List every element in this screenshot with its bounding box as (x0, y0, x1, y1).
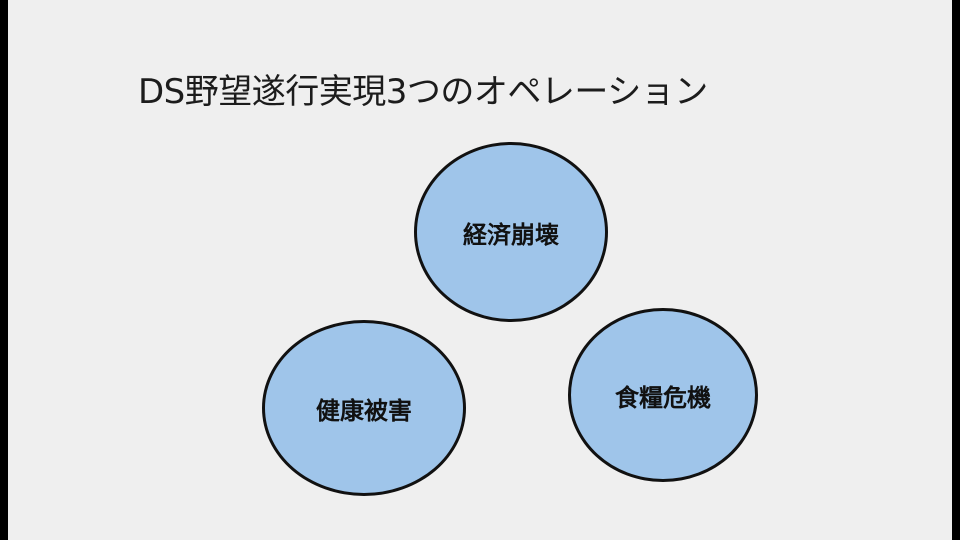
slide: DS野望遂行実現3つのオペレーション 経済崩壊 健康被害 食糧危機 (8, 0, 952, 540)
node-label: 健康被害 (316, 396, 412, 425)
node-economic-collapse: 経済崩壊 (414, 142, 608, 322)
node-label: 経済崩壊 (463, 220, 559, 249)
node-food-crisis: 食糧危機 (568, 308, 758, 482)
node-label: 食糧危機 (615, 383, 711, 412)
node-health-damage: 健康被害 (262, 320, 466, 496)
slide-title: DS野望遂行実現3つのオペレーション (138, 72, 708, 112)
